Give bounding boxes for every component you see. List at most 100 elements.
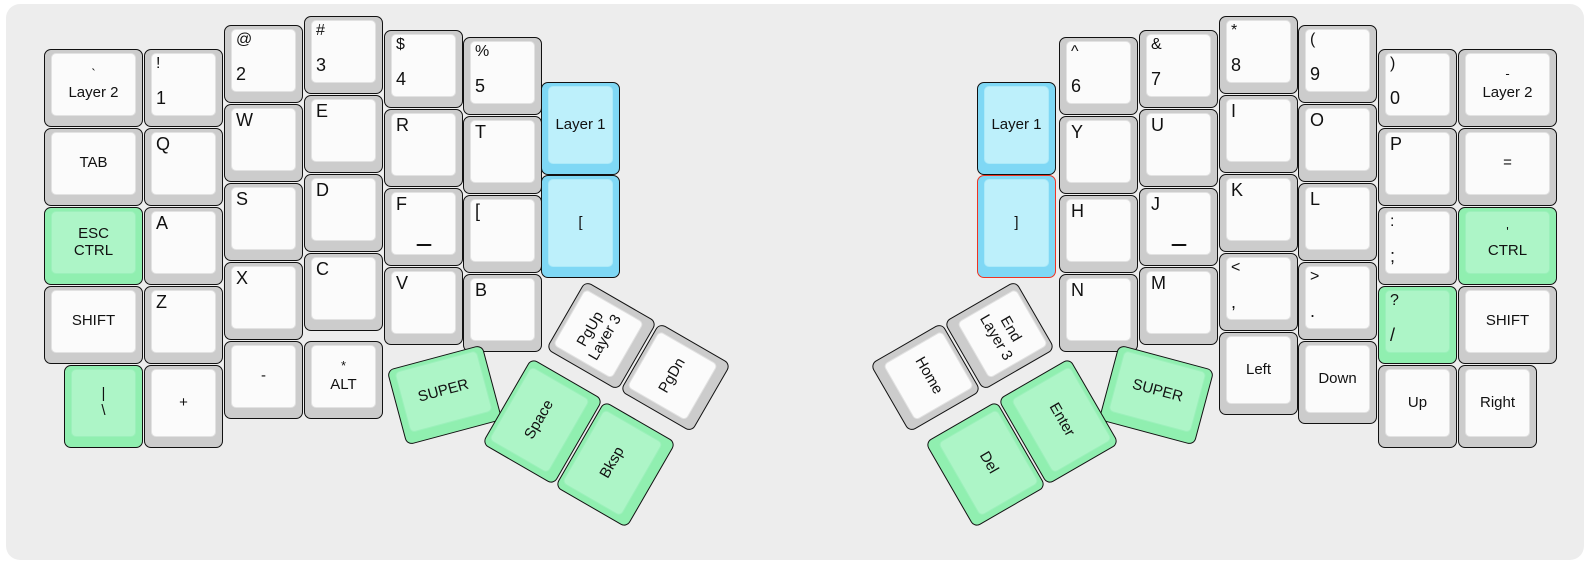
key-tab[interactable]: TAB <box>44 128 143 206</box>
key-period[interactable]: >. <box>1298 262 1377 340</box>
key-cap <box>391 271 456 334</box>
key-8[interactable]: *8 <box>1219 16 1298 94</box>
key-cap <box>1066 41 1131 104</box>
key-m[interactable]: M <box>1139 267 1218 345</box>
key-h[interactable]: H <box>1059 195 1138 273</box>
key-v[interactable]: V <box>384 267 463 345</box>
key-cap <box>984 86 1049 164</box>
key-y[interactable]: Y <box>1059 116 1138 194</box>
key-down[interactable]: Down <box>1298 341 1377 424</box>
key-w[interactable]: W <box>224 104 303 182</box>
key-equal[interactable]: = <box>1458 128 1557 206</box>
key-left[interactable]: Left <box>1219 332 1298 415</box>
key-cap <box>1465 132 1550 195</box>
key-5[interactable]: %5 <box>463 37 542 115</box>
key-bracket-right[interactable]: ] <box>977 175 1056 278</box>
key-cap <box>1226 257 1291 320</box>
key-cap <box>231 266 296 329</box>
key-bracket-left[interactable]: [ <box>541 175 620 278</box>
key-9[interactable]: (9 <box>1298 25 1377 103</box>
key-cap <box>311 178 376 241</box>
key-cap <box>1226 178 1291 241</box>
key-cap <box>1305 266 1370 329</box>
key-x[interactable]: X <box>224 262 303 340</box>
key-cap <box>391 34 456 97</box>
key-cap <box>1146 34 1211 97</box>
key-cap <box>231 108 296 171</box>
key-1[interactable]: !1 <box>144 49 223 127</box>
key-i[interactable]: I <box>1219 95 1298 173</box>
key-a[interactable]: A <box>144 207 223 285</box>
key-super-right[interactable]: SUPER <box>1098 344 1215 446</box>
key-u[interactable]: U <box>1139 109 1218 187</box>
key-cap <box>1385 369 1450 437</box>
key-slash[interactable]: ?/ <box>1378 286 1457 364</box>
key-s[interactable]: S <box>224 183 303 261</box>
key-4[interactable]: $4 <box>384 30 463 108</box>
key-t[interactable]: T <box>463 116 542 194</box>
key-comma[interactable]: <, <box>1219 253 1298 331</box>
key-cap <box>1385 290 1450 353</box>
key-cap <box>231 345 296 408</box>
homing-bump-icon <box>416 244 431 246</box>
key-cap <box>1066 278 1131 341</box>
key-cap <box>51 53 136 116</box>
key-cap <box>1066 120 1131 183</box>
key-z[interactable]: Z <box>144 286 223 364</box>
key-cap <box>71 369 136 437</box>
key-cap <box>1226 99 1291 162</box>
key-7[interactable]: &7 <box>1139 30 1218 108</box>
key-shift-right[interactable]: SHIFT <box>1458 286 1557 364</box>
key-k[interactable]: K <box>1219 174 1298 252</box>
key-layer1-right[interactable]: Layer 1 <box>977 82 1056 175</box>
key-quote-ctrl[interactable]: 'CTRL <box>1458 207 1557 285</box>
key-b[interactable]: B <box>463 274 542 352</box>
key-cap <box>391 113 456 176</box>
key-cap <box>51 132 136 195</box>
key-cap <box>1146 271 1211 334</box>
key-q[interactable]: Q <box>144 128 223 206</box>
key-minus-left[interactable]: - <box>224 341 303 419</box>
key-j[interactable]: J <box>1139 188 1218 266</box>
key-d[interactable]: D <box>304 174 383 252</box>
key-grave-layer2[interactable]: `Layer 2 <box>44 49 143 127</box>
key-c[interactable]: C <box>304 253 383 331</box>
key-right[interactable]: Right <box>1458 365 1537 448</box>
key-cap <box>1305 345 1370 413</box>
key-cap <box>151 53 216 116</box>
key-cap <box>151 369 216 437</box>
key-shift-left[interactable]: SHIFT <box>44 286 143 364</box>
key-e[interactable]: E <box>304 95 383 173</box>
key-cap <box>1226 20 1291 83</box>
key-r[interactable]: R <box>384 109 463 187</box>
key-cap <box>1465 290 1550 353</box>
key-alt[interactable]: *ALT <box>304 341 383 419</box>
key-0[interactable]: )0 <box>1378 49 1457 127</box>
key-super-left[interactable]: SUPER <box>386 344 503 446</box>
key-cap <box>311 345 376 408</box>
key-g[interactable]: [ <box>463 195 542 273</box>
key-layer1-left[interactable]: Layer 1 <box>541 82 620 175</box>
key-l[interactable]: L <box>1298 183 1377 261</box>
key-plus[interactable]: + <box>144 365 223 448</box>
key-3[interactable]: #3 <box>304 16 383 94</box>
key-o[interactable]: O <box>1298 104 1377 182</box>
key-6[interactable]: ^6 <box>1059 37 1138 115</box>
key-up[interactable]: Up <box>1378 365 1457 448</box>
key-cap <box>470 41 535 104</box>
key-2[interactable]: @2 <box>224 25 303 103</box>
key-n[interactable]: N <box>1059 274 1138 352</box>
key-colon-semicolon[interactable]: :; <box>1378 207 1457 285</box>
key-cap <box>231 187 296 250</box>
key-cap <box>311 20 376 83</box>
key-f[interactable]: F <box>384 188 463 266</box>
key-cap <box>548 179 613 267</box>
key-cap <box>1305 187 1370 250</box>
key-minus-layer2[interactable]: -Layer 2 <box>1458 49 1557 127</box>
key-p[interactable]: P <box>1378 128 1457 206</box>
key-cap <box>1465 369 1530 437</box>
key-pipe-backslash[interactable]: |\ <box>64 365 143 448</box>
key-cap <box>311 99 376 162</box>
